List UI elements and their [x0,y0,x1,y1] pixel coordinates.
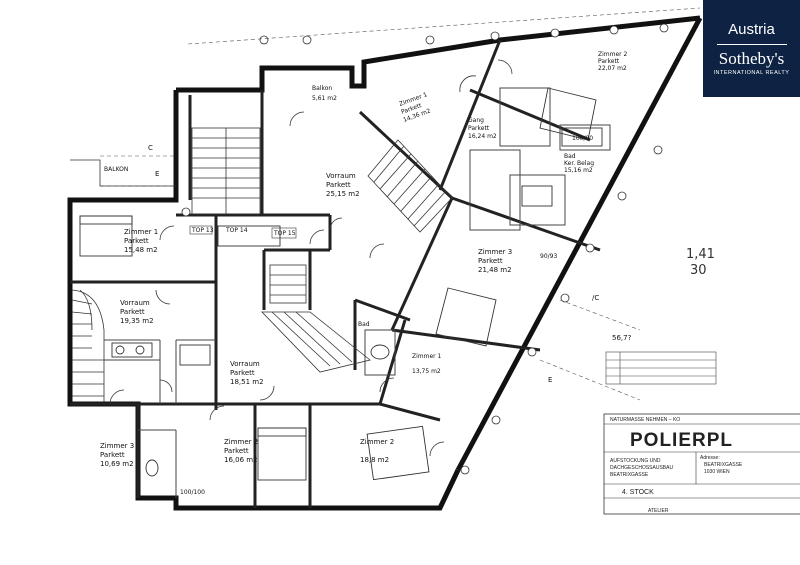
zimmer2-bottom-floor: Parkett [224,447,249,455]
zimmer2-top-area: 22,07 m2 [598,65,627,72]
title-block: NATURMASSE NEHMEN – KO POLIERPL AUFSTOCK… [603,413,800,515]
bad-right-floor: Ker. Belag [564,160,594,167]
project-line-1: AUFSTOCKUNG UND [610,458,661,464]
gang-area: 16,24 m2 [468,133,497,140]
axis-e-left-label: E [155,170,159,178]
zimmer1-left-area: 15,48 m2 [124,246,158,254]
top14-label: TOP 14 [225,227,248,234]
furniture [79,87,603,481]
logo-divider [716,44,787,45]
legend-table [605,351,717,385]
grid-markers [181,23,669,475]
top-labels: TOP 13 TOP 14 TOP 15 100/00 90/93 100/10… [148,135,599,496]
vorraum-center-area: 18,51 m2 [230,378,264,386]
door-swings [109,59,513,457]
bad-right-name: Bad [564,153,576,160]
vorraum-center-name: Vorraum [230,360,260,368]
partition-lines [104,87,611,498]
zimmer2-bottom-area: 16,06 m2 [224,456,258,464]
zimmer3-left-area: 10,69 m2 [100,460,134,468]
zimmer1-center-name: Zimmer 1 [412,353,442,360]
door-label-c: 100/100 [180,489,205,496]
address-line-2: 1030 WIEN [704,469,730,475]
zimmer2-top-name: Zimmer 2 [598,51,628,58]
zimmer2-top-floor: Parkett [598,58,620,65]
zimmer1-center-area: 13,75 m2 [412,368,441,375]
vorraum-main-floor: Parkett [326,181,351,189]
project-line-3: BEATRIXGASSE [610,472,649,478]
title-block-title: POLIERPL [630,430,733,451]
axis-c-label: C [148,144,153,152]
axis-e-right-label: E [548,376,552,384]
bad-right-area: 15,16 m2 [564,167,593,174]
vorraum-main-area: 25,15 m2 [326,190,360,198]
vorraum-left-area: 19,35 m2 [120,317,154,325]
staircase-left [71,289,105,402]
gang-name: Gang [468,117,484,124]
zimmer2-bottom-right-area: 18,8 m2 [360,456,389,464]
interior-walls [70,39,601,508]
door-label-b: 90/93 [540,253,557,260]
zimmer2-bottom-right-name: Zimmer 2 [360,438,394,446]
vorraum-center-floor: Parkett [230,369,255,377]
room-labels: Balkon 5,61 m2 BALKON Zimmer 1 Parkett 1… [100,51,628,468]
balkon-top-area: 5,61 m2 [312,95,337,102]
gang-floor: Parkett [468,125,490,132]
staircase-center [261,139,453,373]
vorraum-left-floor: Parkett [120,308,145,316]
balkon-top-name: Balkon [312,85,332,92]
logo-brand-name: Sotheby's [718,49,785,68]
logo-region: Austria [728,21,775,38]
zimmer3-right-name: Zimmer 3 [478,248,512,256]
sothebys-logo: Austria Sotheby's INTERNATIONAL REALTY [703,0,800,97]
zimmer3-right-area: 21,48 m2 [478,266,512,274]
hand-note-2: 30 [690,263,707,278]
zimmer3-right-floor: Parkett [478,257,503,265]
zimmer1-left-name: Zimmer 1 [124,228,158,236]
vorraum-left-name: Vorraum [120,299,150,307]
bad-center-name: Bad [358,321,370,328]
balcony-left [70,159,176,187]
address-line-1: BEATRIXGASSE [704,462,743,468]
title-block-note: NATURMASSE NEHMEN – KO [610,417,680,423]
top15-label: TOP 15 [273,230,296,237]
zimmer3-left-floor: Parkett [100,451,125,459]
balkon-left-name: BALKON [104,166,128,173]
top13-label: TOP 13 [191,227,214,234]
door-label-a: 100/00 [572,135,593,142]
hand-note-3: 56,7? [612,334,632,342]
vorraum-main-name: Vorraum [326,172,356,180]
logo-subtitle: INTERNATIONAL REALTY [713,70,790,76]
title-block-bottom: ATELIER [648,508,669,514]
project-line-2: DACHGESCHOSSAUSBAU [610,465,673,471]
floor-label: 4. STOCK [622,489,654,496]
address-label: Adresse: [700,455,720,461]
axis-ic-label: /C [592,294,599,302]
zimmer2-bottom-name: Zimmer 2 [224,438,258,446]
hand-note-1: 1,41 [686,247,715,262]
zimmer1-left-floor: Parkett [124,237,149,245]
staircase-core [191,127,307,304]
hand-annotations: 1,41 30 56,7? [612,247,715,342]
zimmer3-left-name: Zimmer 3 [100,442,134,450]
